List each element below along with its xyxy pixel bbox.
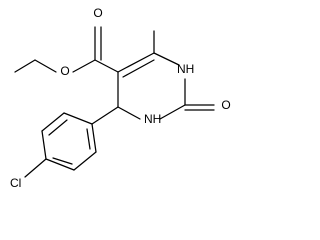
- chlorine-label: Cl: [10, 176, 21, 190]
- ring-n3-c4-bond: [117, 106, 141, 120]
- phenyl-inner-bond-3: [86, 128, 91, 150]
- ring-c5-c6-double-bond-b: [122, 59, 155, 78]
- phenyl-inner-bond-2: [52, 157, 73, 165]
- phenyl-c1-c2-bond: [63, 112, 93, 125]
- ethyl-ester-group: [14, 26, 119, 73]
- ester-carbonyl-ring-bond: [94, 59, 119, 73]
- chlorine-bond: [24, 158, 47, 178]
- phenyl-c4-c5-bond: [45, 158, 75, 171]
- phenyl-inner-bond-1: [48, 119, 68, 136]
- aryl-c4-bond: [91, 106, 119, 125]
- phenyl-c3-c4-bond: [41, 130, 47, 160]
- phenyl-c2-c3-bond: [41, 112, 65, 132]
- nh-right-label: NH: [177, 62, 194, 76]
- chemical-structure: O O NH NH O Cl: [10, 6, 231, 190]
- ester-o-carbonyl-bond: [72, 59, 96, 73]
- ketone-oxygen-label: O: [221, 98, 230, 112]
- ethyl-ch2-o-bond: [34, 59, 57, 73]
- ester-carbonyl-oxygen-label: O: [93, 6, 102, 20]
- phenyl-c6-c1-bond: [91, 123, 97, 153]
- phenyl-c5-c6-bond: [73, 151, 97, 171]
- ethyl-ch3-ch2-bond: [14, 59, 36, 73]
- ring-c5-c6-double-bond-a: [117, 52, 155, 73]
- ester-ether-oxygen-label: O: [60, 64, 69, 78]
- chlorophenyl-group: [24, 106, 119, 178]
- pyrimidinone-ring: [117, 52, 215, 120]
- nh-left-label: NH: [144, 112, 161, 126]
- ring-c6-n1-bond: [153, 52, 180, 66]
- ring-c2-n3-bond: [159, 104, 186, 120]
